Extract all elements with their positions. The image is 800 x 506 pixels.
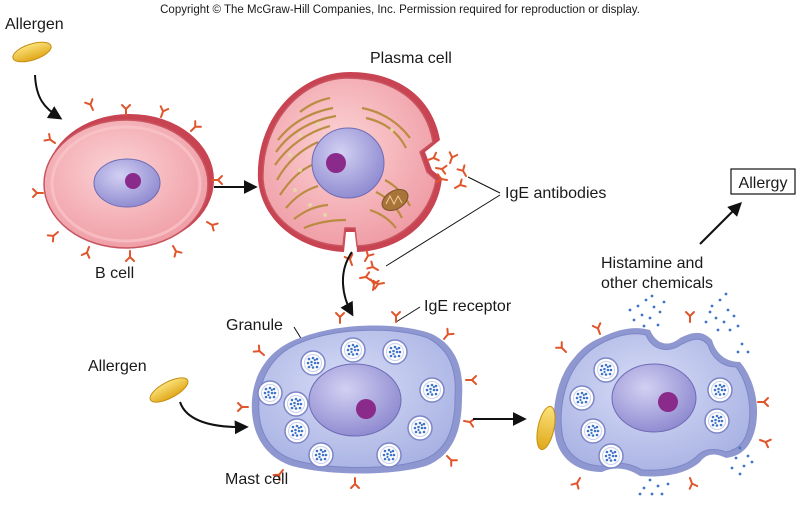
arrow-allergen-to-mast-cell — [179, 401, 249, 435]
allergen-bottom-label: Allergen — [88, 358, 147, 375]
plasma-cell-label: Plasma cell — [370, 50, 452, 67]
mast-cell-label: Mast cell — [225, 471, 288, 488]
histamine-label-line2: other chemicals — [601, 275, 713, 292]
granule-label: Granule — [226, 317, 283, 334]
copyright-notice: Copyright © The McGraw-Hill Companies, I… — [160, 4, 640, 16]
arrow-to-allergy — [699, 202, 742, 245]
b-cell — [32, 98, 223, 262]
histamine-label-line1: Histamine and — [601, 255, 703, 272]
ige-antibodies-leader-2 — [385, 194, 501, 267]
arrow-allergen-to-b-cell — [34, 74, 63, 120]
allergen-bound — [536, 405, 556, 451]
arrow-plasma-to-mast-cell — [340, 251, 354, 317]
allergen-bottom — [149, 377, 189, 403]
mast-cell-2 — [536, 292, 772, 496]
allergy-box — [730, 168, 796, 195]
plasma-cell — [257, 72, 448, 252]
ige-receptor-label: IgE receptor — [424, 298, 512, 315]
allergen-top-label: Allergen — [5, 16, 64, 33]
free-antibodies-below — [343, 249, 386, 292]
mast-cell-1 — [237, 311, 477, 489]
allergen-top — [12, 41, 52, 63]
ige-receptor-leader — [395, 306, 421, 323]
allergy-label: Allergy — [739, 175, 788, 192]
ige-antibodies-label: IgE antibodies — [505, 185, 606, 202]
histamine-release — [628, 292, 754, 496]
b-cell-label: B cell — [95, 265, 134, 282]
ige-antibodies-leader-1 — [467, 176, 501, 194]
free-antibodies-right — [435, 151, 471, 193]
